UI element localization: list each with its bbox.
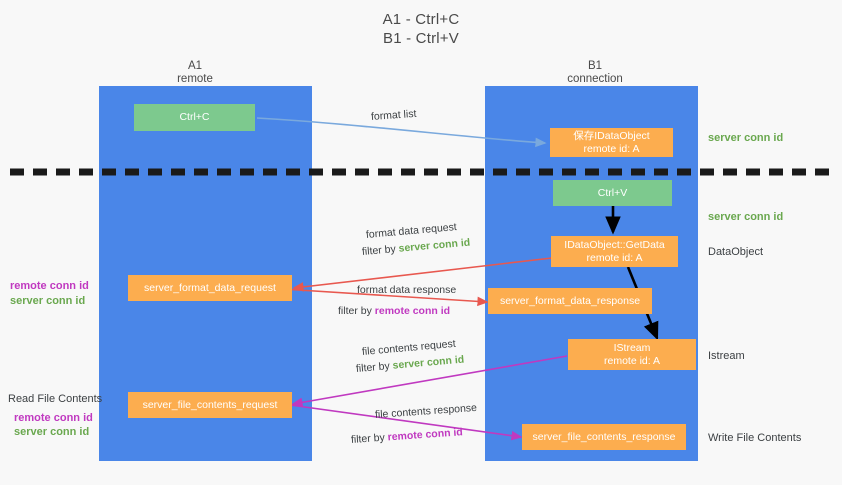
column-header-b1-name: B1 — [587, 60, 603, 72]
box-server-file-contents-request[interactable]: server_file_contents_request — [128, 392, 292, 418]
page-title-line2: B1 - Ctrl+V — [383, 30, 459, 47]
column-header-b1-sub: connection — [567, 73, 623, 85]
box-server-file-contents-request-label: server_file_contents_request — [142, 398, 278, 411]
label-read-file-contents: Read File Contents — [8, 393, 103, 405]
box-save-idataobject-line2: remote id: A — [583, 142, 640, 155]
box-istream-line1: IStream — [613, 341, 651, 354]
box-server-format-data-request[interactable]: server_format_data_request — [128, 275, 292, 301]
caption-file-contents-request-filter-prefix: filter by — [355, 359, 394, 375]
label-server-conn-id-top: server conn id — [708, 132, 784, 144]
caption-file-contents-response-filter: filter by remote conn id — [351, 426, 464, 446]
label-server-conn-id-2: server conn id — [14, 426, 90, 438]
caption-file-contents-response: file contents response — [374, 401, 478, 421]
box-istream-line2: remote id: A — [603, 354, 661, 367]
caption-format-list: format list — [370, 107, 417, 123]
box-save-idataobject-line1: 保存IDataObject — [573, 129, 650, 142]
box-idataobject-getdata-line1: IDataObject::GetData — [564, 238, 665, 251]
box-server-format-data-request-label: server_format_data_request — [144, 281, 276, 294]
caption-format-data-request-filter-value: server conn id — [398, 236, 471, 255]
box-idataobject-getdata-line2: remote id: A — [586, 251, 643, 264]
caption-file-contents-request-filter-value: server conn id — [392, 353, 465, 372]
box-save-idataobject[interactable]: 保存IDataObject remote id: A — [550, 128, 673, 157]
box-server-format-data-response-label: server_format_data_response — [499, 294, 641, 307]
caption-format-data-response-filter-prefix: filter by — [338, 305, 375, 317]
label-remote-conn-id-2: remote conn id — [14, 412, 93, 424]
column-header-a1: A1 remote — [120, 60, 270, 86]
box-istream[interactable]: IStream remote id: A — [568, 339, 696, 370]
caption-file-contents-response-filter-prefix: filter by — [350, 431, 389, 446]
label-write-file-contents: Write File Contents — [708, 432, 802, 444]
box-server-format-data-response[interactable]: server_format_data_response — [488, 288, 652, 314]
box-ctrl-v-label: Ctrl+V — [597, 186, 628, 199]
label-istream: Istream — [708, 350, 745, 362]
column-header-a1-sub: remote — [177, 73, 213, 85]
caption-format-data-request-filter-prefix: filter by — [361, 242, 400, 258]
label-server-conn-id-mid: server conn id — [708, 211, 784, 223]
caption-format-data-response-filter: filter by remote conn id — [338, 305, 450, 317]
caption-format-data-response: format data response — [357, 284, 457, 296]
column-header-b1: B1 connection — [520, 60, 670, 86]
box-server-file-contents-response[interactable]: server_file_contents_response — [522, 424, 686, 450]
label-remote-conn-id-1: remote conn id — [10, 280, 89, 292]
box-ctrl-v[interactable]: Ctrl+V — [553, 180, 672, 206]
caption-format-data-response-filter-value: remote conn id — [374, 305, 451, 317]
column-header-a1-name: A1 — [187, 60, 203, 72]
box-ctrl-c-label: Ctrl+C — [179, 111, 210, 123]
label-dataobject: DataObject — [708, 246, 764, 258]
label-server-conn-id-1: server conn id — [10, 295, 86, 307]
box-ctrl-c[interactable]: Ctrl+C — [134, 104, 255, 131]
box-server-file-contents-response-label: server_file_contents_response — [532, 430, 676, 443]
page-title-line1: A1 - Ctrl+C — [382, 11, 460, 28]
caption-file-contents-response-filter-value: remote conn id — [387, 426, 464, 444]
box-idataobject-getdata[interactable]: IDataObject::GetData remote id: A — [551, 236, 678, 267]
